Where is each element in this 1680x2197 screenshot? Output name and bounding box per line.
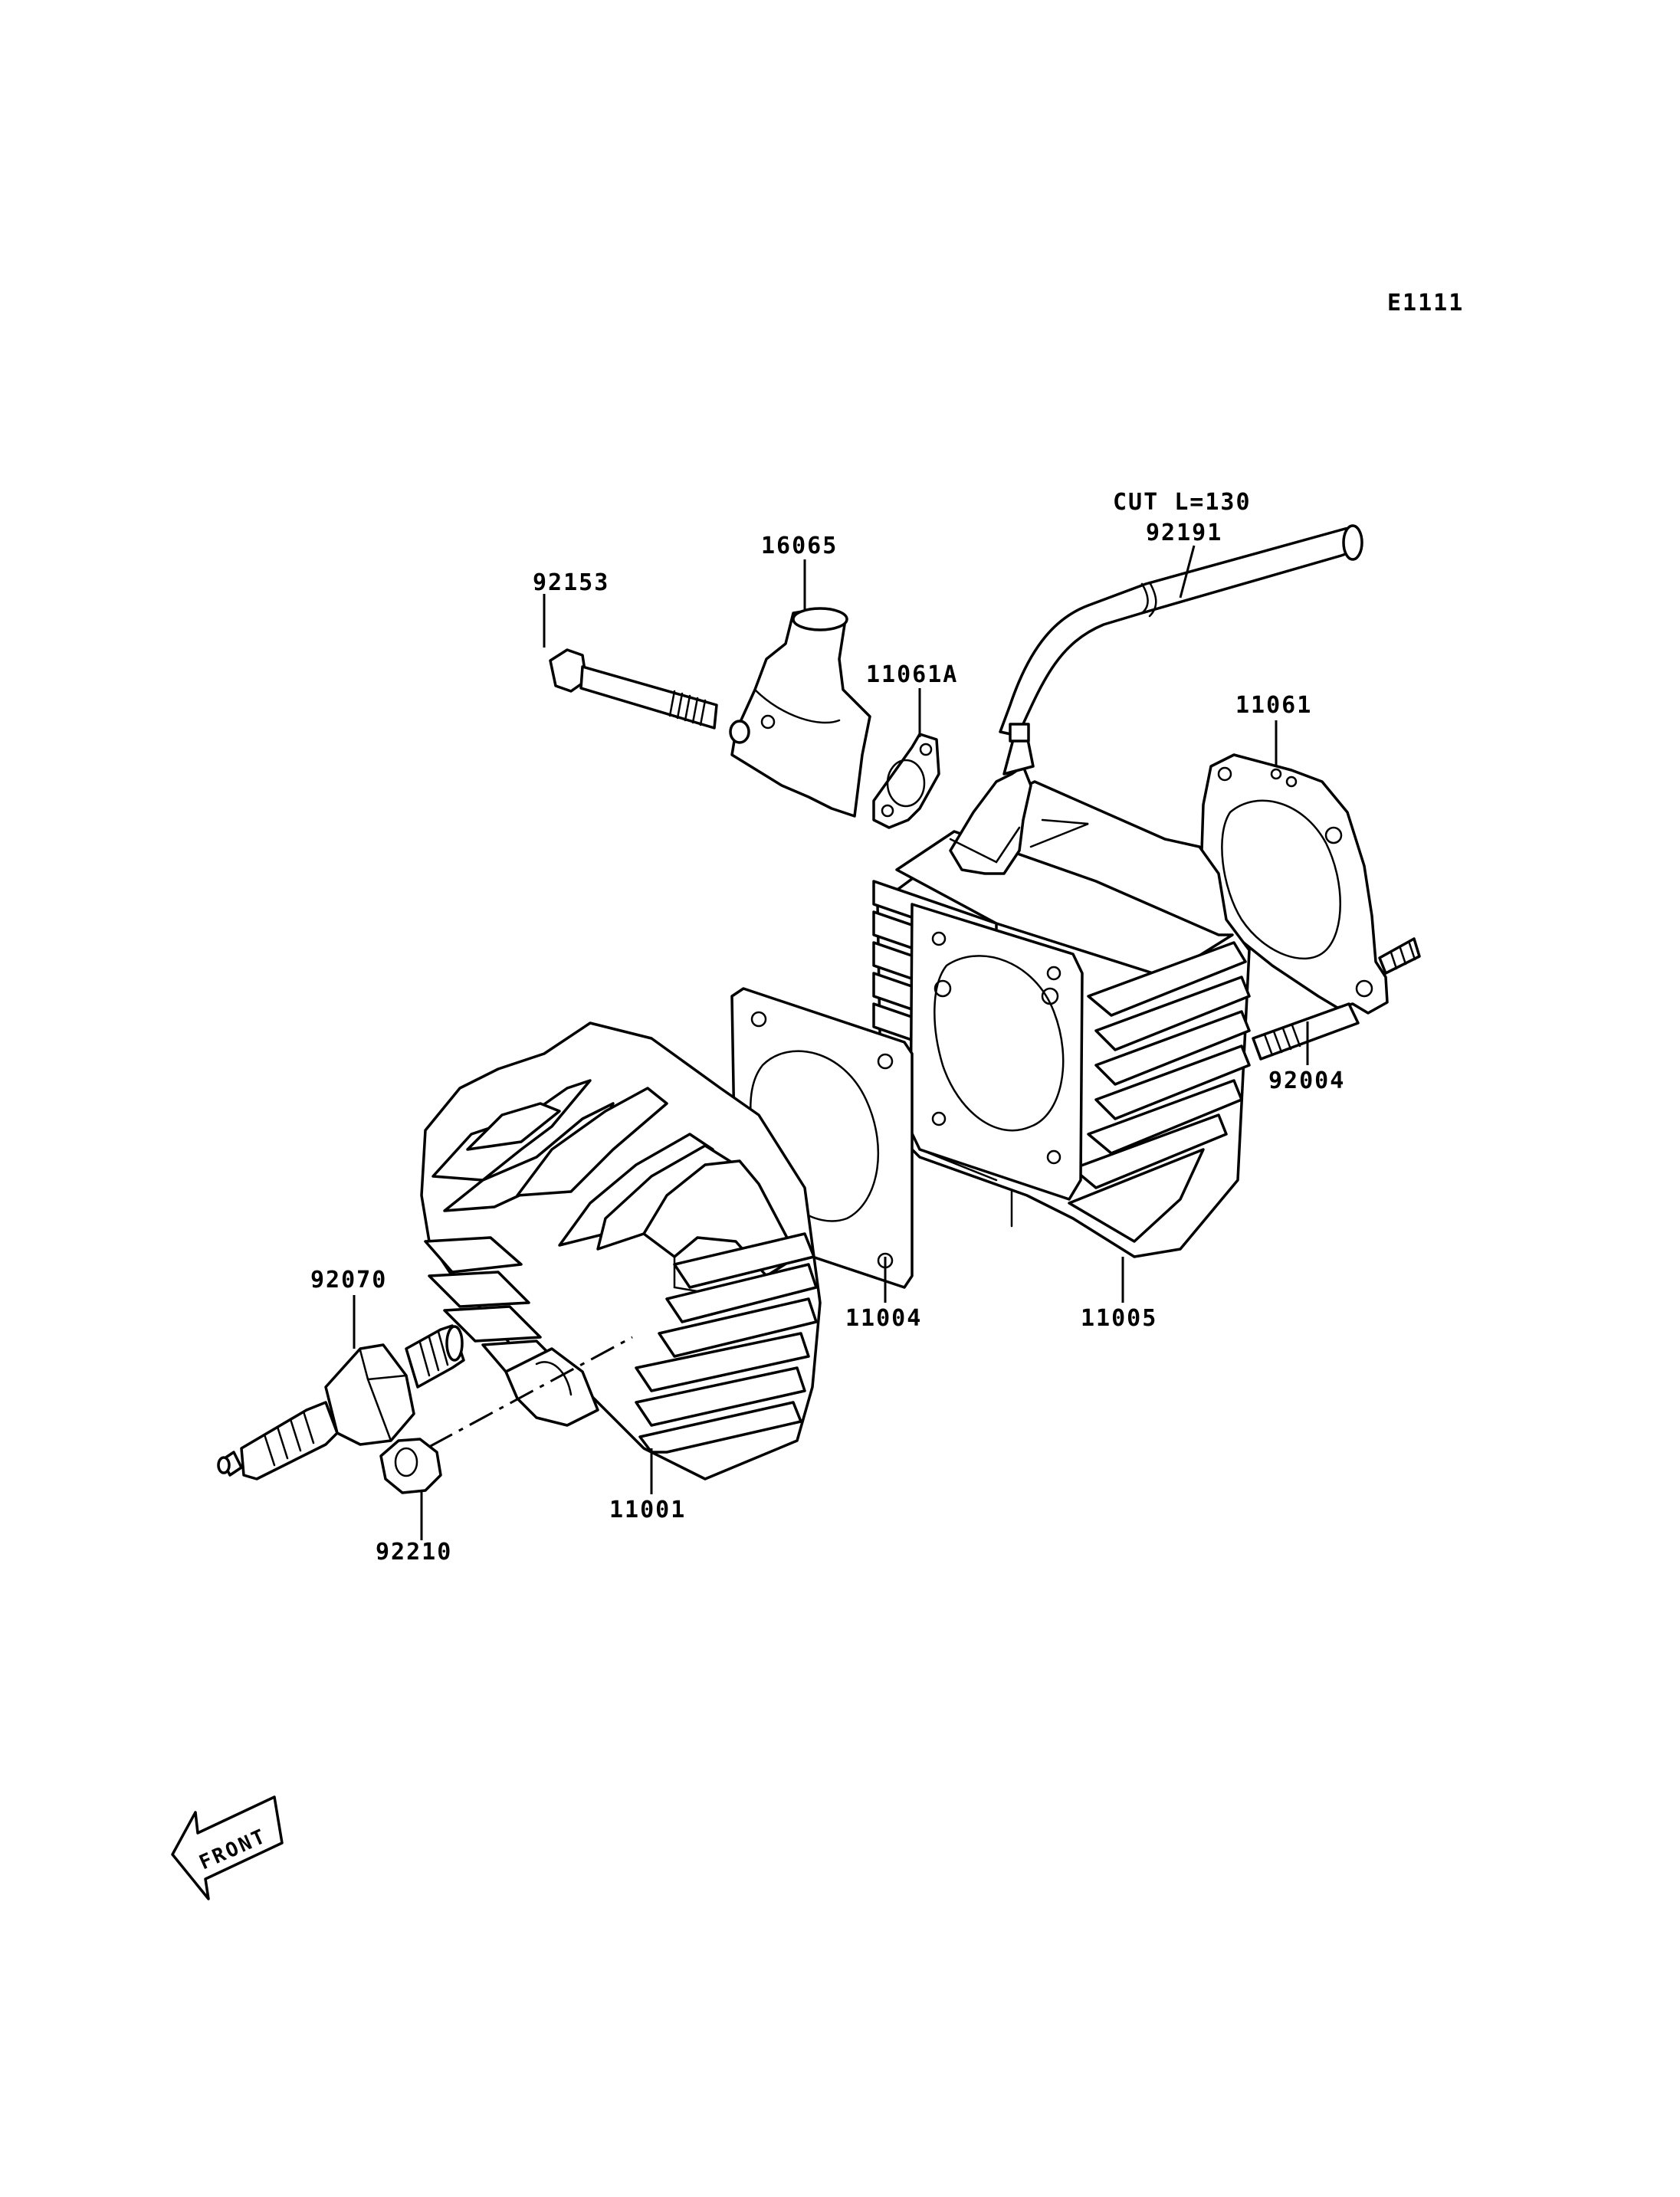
callout-11061A[interactable]: 11061A [866, 661, 958, 688]
part-11001-head[interactable] [420, 1021, 822, 1494]
callout-92004[interactable]: 92004 [1268, 1067, 1345, 1094]
callout-92191[interactable]: 92191 [1146, 520, 1222, 546]
callout-11004[interactable]: 11004 [845, 1305, 922, 1332]
assembly-centerline [428, 1336, 633, 1448]
part-92191-hose[interactable] [999, 524, 1363, 737]
callout-11005[interactable]: 11005 [1081, 1305, 1157, 1332]
callout-92153[interactable]: 92153 [533, 569, 609, 596]
callout-16065[interactable]: 16065 [761, 533, 838, 559]
part-11005-cylinder[interactable] [872, 723, 1251, 1303]
diagram-code: E1111 [1387, 290, 1464, 316]
callout-92210[interactable]: 92210 [376, 1539, 452, 1566]
front-direction-badge: FRONT [171, 1795, 284, 1900]
part-92210-nut[interactable] [379, 1438, 442, 1540]
part-92004-studs[interactable] [1252, 937, 1421, 1065]
part-16065-pipe[interactable] [729, 559, 871, 818]
part-92070-spark-plug[interactable] [217, 1295, 465, 1481]
callout-11001[interactable]: 11001 [609, 1497, 686, 1523]
callout-92070[interactable]: 92070 [310, 1267, 387, 1294]
part-11061A-gasket[interactable] [872, 688, 940, 829]
callout-11061[interactable]: 11061 [1235, 692, 1312, 719]
callout-92191-note: CUT L=130 [1113, 489, 1252, 516]
part-92153-bolt[interactable] [543, 594, 718, 730]
